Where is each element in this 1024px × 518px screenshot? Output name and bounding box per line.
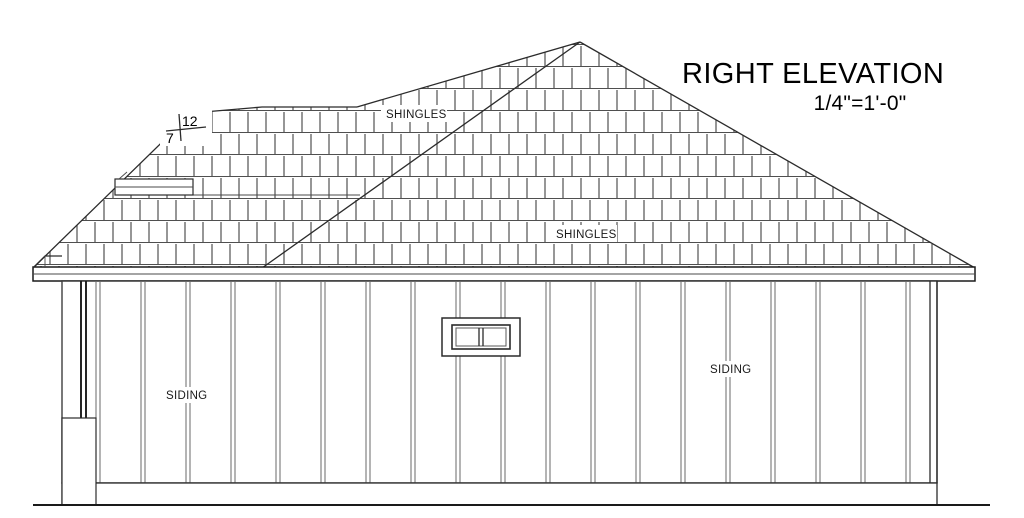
roof-rake-board-detail: [114, 171, 194, 196]
roof-pitch-symbol: 12 7: [160, 110, 212, 146]
shingles-main-label-group: SHINGLES: [551, 225, 617, 242]
roof-lower-ridge-line: [191, 106, 357, 114]
siding-batten-lines: [95, 281, 911, 483]
foundation-left-step: [61, 417, 97, 506]
title-block: RIGHT ELEVATION 1/4"=1'-0": [682, 58, 944, 115]
pitch-run-label: 12: [182, 113, 198, 129]
roof-upper-rake-line: [356, 41, 581, 108]
window-glass-area: [455, 327, 507, 347]
wall-assembly: SIDING SIDING: [61, 280, 938, 484]
wall-right-corner-post: [929, 281, 938, 483]
shingles-upper-label-group: SHINGLES: [381, 105, 447, 122]
window-assembly[interactable]: [441, 317, 521, 357]
siding-left-label: SIDING: [166, 390, 207, 402]
siding-right-label-group: SIDING: [706, 361, 754, 377]
drawing-title: RIGHT ELEVATION: [682, 58, 944, 90]
siding-right-label: SIDING: [710, 364, 751, 376]
foundation-assembly: [33, 417, 990, 506]
foundation-band: [61, 482, 938, 506]
roof-right-hip-line: [579, 41, 976, 269]
wall-body: [61, 280, 938, 484]
pitch-rise-label: 7: [166, 130, 174, 146]
drawing-scale: 1/4"=1'-0": [814, 92, 907, 115]
roof-hip-valley-line: [261, 41, 581, 269]
shingles-upper-label: SHINGLES: [386, 109, 447, 121]
shingles-main-label: SHINGLES: [556, 229, 617, 241]
siding-left-label-group: SIDING: [162, 387, 210, 403]
